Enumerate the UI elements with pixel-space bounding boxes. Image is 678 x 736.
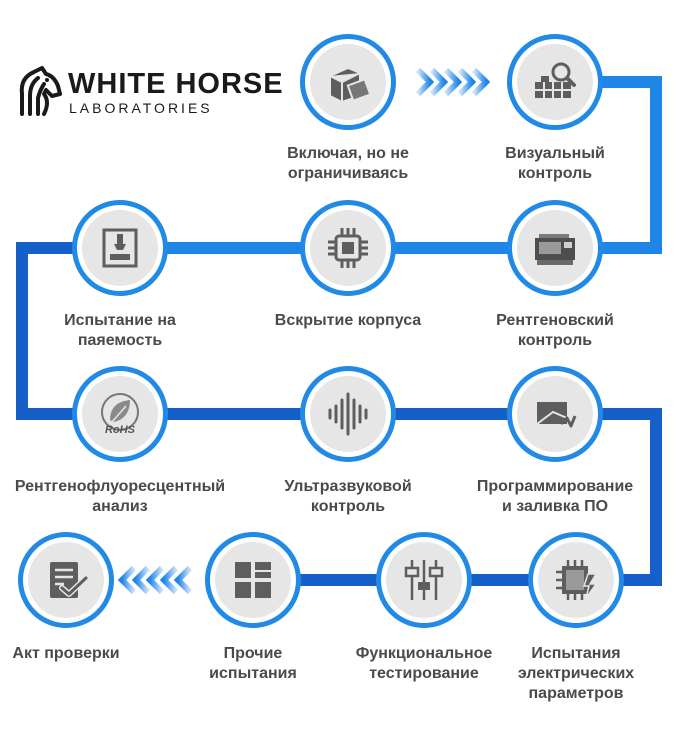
programmer-icon	[536, 402, 577, 428]
rohs-icon: RoHS	[101, 393, 139, 436]
wire-row2-to-row3	[16, 242, 120, 420]
step-node-4	[300, 200, 396, 296]
step-node-5	[72, 200, 168, 296]
soundwave-icon	[328, 392, 368, 436]
step-label-4: Вскрытие корпуса	[274, 312, 422, 329]
boxes-icon	[329, 66, 372, 104]
chevrons-back	[117, 565, 193, 595]
step-node-7	[300, 366, 396, 462]
rohs-text: RoHS	[105, 424, 136, 436]
brand-subtitle: LABORATORIES	[69, 100, 213, 116]
white-horse-logo: WHITE HORSE LABORATORIES	[14, 64, 294, 124]
chevrons-forward	[415, 67, 491, 97]
wire-row1-to-row2	[555, 76, 662, 254]
chip-icon	[328, 228, 368, 268]
step-node-2	[507, 34, 603, 130]
magnifier-icon	[535, 62, 576, 98]
solder-station-icon	[102, 228, 138, 268]
xray-machine-icon	[535, 234, 575, 265]
step-node-12	[18, 532, 114, 628]
step-node-1	[300, 34, 396, 130]
step-label-12: Акт проверки	[12, 645, 120, 662]
step-node-9	[528, 532, 624, 628]
grid-icon	[235, 562, 271, 598]
sliders-icon	[404, 560, 444, 600]
step-node-10	[376, 532, 472, 628]
report-icon	[50, 562, 89, 598]
step-node-3	[507, 200, 603, 296]
brand-title: WHITE HORSE	[68, 68, 284, 100]
horse-head-icon	[19, 66, 62, 116]
step-node-6: RoHS	[72, 366, 168, 462]
chip-lightning-icon	[556, 560, 598, 600]
step-node-8	[507, 366, 603, 462]
step-node-11	[205, 532, 301, 628]
